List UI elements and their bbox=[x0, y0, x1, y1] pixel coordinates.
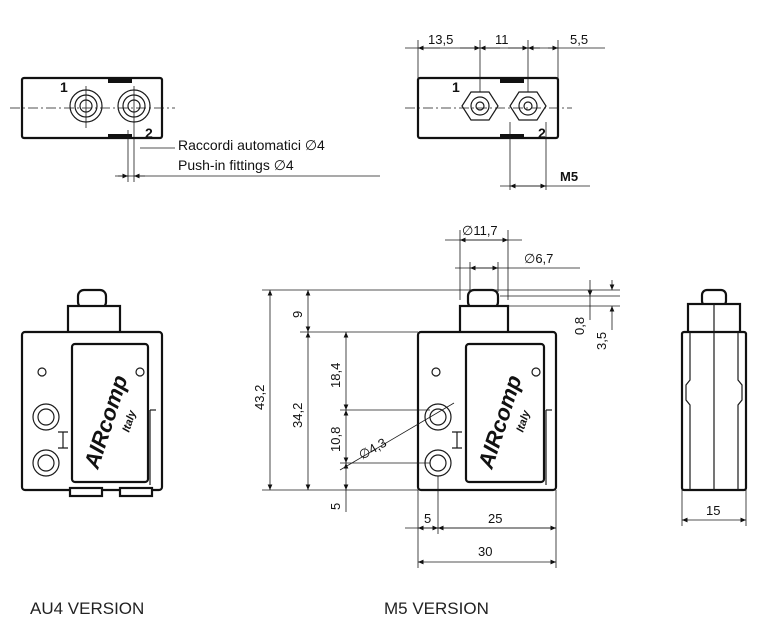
dim-lower-height: 10,8 bbox=[328, 427, 343, 452]
au4-front-view: AIRcomp Italy bbox=[20, 288, 164, 498]
dim-bottom-height: 5 bbox=[328, 503, 343, 510]
dim-gap-0-8: 0,8 bbox=[572, 317, 587, 335]
dim-upper-height: 18,4 bbox=[328, 363, 343, 388]
fitting-note-italian: Raccordi automatici ∅4 bbox=[178, 137, 325, 153]
dim-total-height: 43,2 bbox=[252, 385, 267, 410]
caption-au4-version: AU4 VERSION bbox=[30, 599, 144, 618]
side-view: 15 bbox=[680, 288, 748, 526]
au4-port-2-label: 2 bbox=[145, 125, 153, 141]
au4-top-view: 1 2 Raccordi automatici ∅4 Push-in fitti… bbox=[10, 76, 380, 182]
dim-top-height: 9 bbox=[290, 311, 305, 318]
m5-top-view: 1 2 13,5 11 5,5 M5 bbox=[405, 32, 605, 190]
dim-width-30: 30 bbox=[478, 544, 492, 559]
m5-port-1-label: 1 bbox=[452, 79, 460, 95]
m5-port-2-label: 2 bbox=[538, 125, 546, 141]
m5-front-view: AIRcomp Italy ∅4,3 ∅11,7 ∅6,7 43,2 bbox=[252, 223, 620, 568]
m5-dim-5-5: 5,5 bbox=[570, 32, 588, 47]
dim-hole-4-3: ∅4,3 bbox=[356, 435, 389, 463]
dim-width-5: 5 bbox=[424, 511, 431, 526]
dim-outer-diameter: ∅11,7 bbox=[462, 223, 498, 238]
au4-port-1-label: 1 bbox=[60, 79, 68, 95]
dim-body-height: 34,2 bbox=[290, 403, 305, 428]
m5-dim-13-5: 13,5 bbox=[428, 32, 453, 47]
dim-width-25: 25 bbox=[488, 511, 502, 526]
caption-m5-version: M5 VERSION bbox=[384, 599, 489, 618]
m5-dim-11: 11 bbox=[495, 32, 509, 47]
dim-gap-3-5: 3,5 bbox=[594, 332, 609, 350]
fitting-note-english: Push-in fittings ∅4 bbox=[178, 157, 294, 173]
dim-side-width: 15 bbox=[706, 503, 720, 518]
m5-thread-label: M5 bbox=[560, 169, 578, 184]
dim-inner-diameter: ∅6,7 bbox=[524, 251, 553, 266]
